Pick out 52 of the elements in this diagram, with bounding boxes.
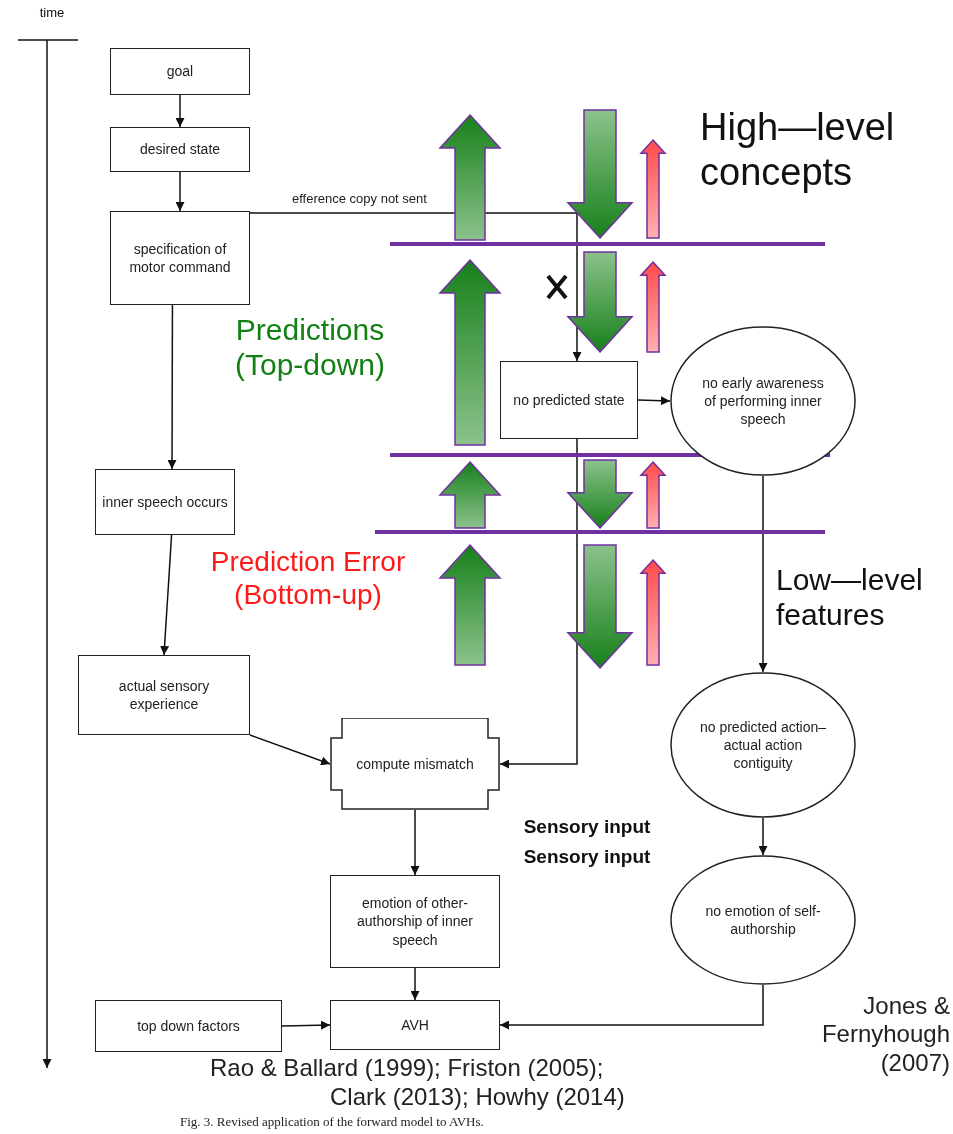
process-box <box>330 1000 500 1050</box>
process-box <box>500 361 638 439</box>
arrow <box>175 171 185 212</box>
process-box <box>110 48 250 95</box>
node-text: actual sensory experience <box>117 676 211 714</box>
arrow <box>758 475 768 673</box>
process-box <box>110 211 250 305</box>
arrow <box>249 734 331 766</box>
comparator-shape <box>330 718 500 810</box>
arrow <box>410 809 420 876</box>
state-ellipse <box>670 326 856 476</box>
arrow <box>499 984 764 1030</box>
arrow <box>637 396 671 406</box>
arrow <box>249 212 582 362</box>
level-heading: Low—level features <box>776 562 924 633</box>
process-box <box>330 875 500 968</box>
process-box <box>95 1000 282 1052</box>
process-box <box>95 469 235 535</box>
citation: Rao & Ballard (1999); Friston (2005); <box>210 1054 605 1083</box>
node-text: no emotion of self-authorship <box>704 901 822 939</box>
node-text: inner speech occurs <box>101 492 229 512</box>
prediction-error-note: Prediction Error (Bottom-up) <box>209 545 407 612</box>
process-box <box>110 127 250 172</box>
node-text: AVH <box>400 1015 430 1035</box>
prediction-note: Predictions (Top-down) <box>233 312 387 383</box>
input-label: Sensory input <box>522 816 652 839</box>
figure-caption: Fig. 3. Revised application of the forward model to AVHs. <box>180 1114 484 1130</box>
node-text: desired state <box>138 140 222 159</box>
state-ellipse <box>670 672 856 818</box>
node-text: emotion of other-authorship of inner speech <box>356 894 474 949</box>
time-label: time <box>38 5 66 21</box>
node-text: top down factors <box>136 1016 241 1036</box>
edge-label: efference copy not sent <box>290 191 429 206</box>
arrow <box>281 1020 331 1030</box>
node-text: no predicted action–actual action contiguity <box>698 717 828 773</box>
arrow <box>167 304 177 470</box>
level-heading: High—level concepts <box>700 105 896 195</box>
input-label: Sensory input <box>522 846 652 869</box>
arrow <box>175 94 185 128</box>
arrow <box>410 967 420 1001</box>
node-text: goal <box>165 62 195 81</box>
citation: Clark (2013); Howhy (2014) <box>330 1083 626 1112</box>
arrow <box>499 438 578 769</box>
node-text: no predicted state <box>512 390 626 410</box>
process-box <box>78 655 250 735</box>
node-text: no early awareness of performing inner speech <box>701 373 825 429</box>
arrow <box>160 534 173 656</box>
state-ellipse <box>670 855 856 985</box>
node-text: specification of motor command <box>128 239 232 277</box>
node-text: compute mismatch <box>355 754 475 774</box>
citation: Jones & Fernyhough (2007) <box>820 992 950 1077</box>
arrow <box>758 817 768 856</box>
